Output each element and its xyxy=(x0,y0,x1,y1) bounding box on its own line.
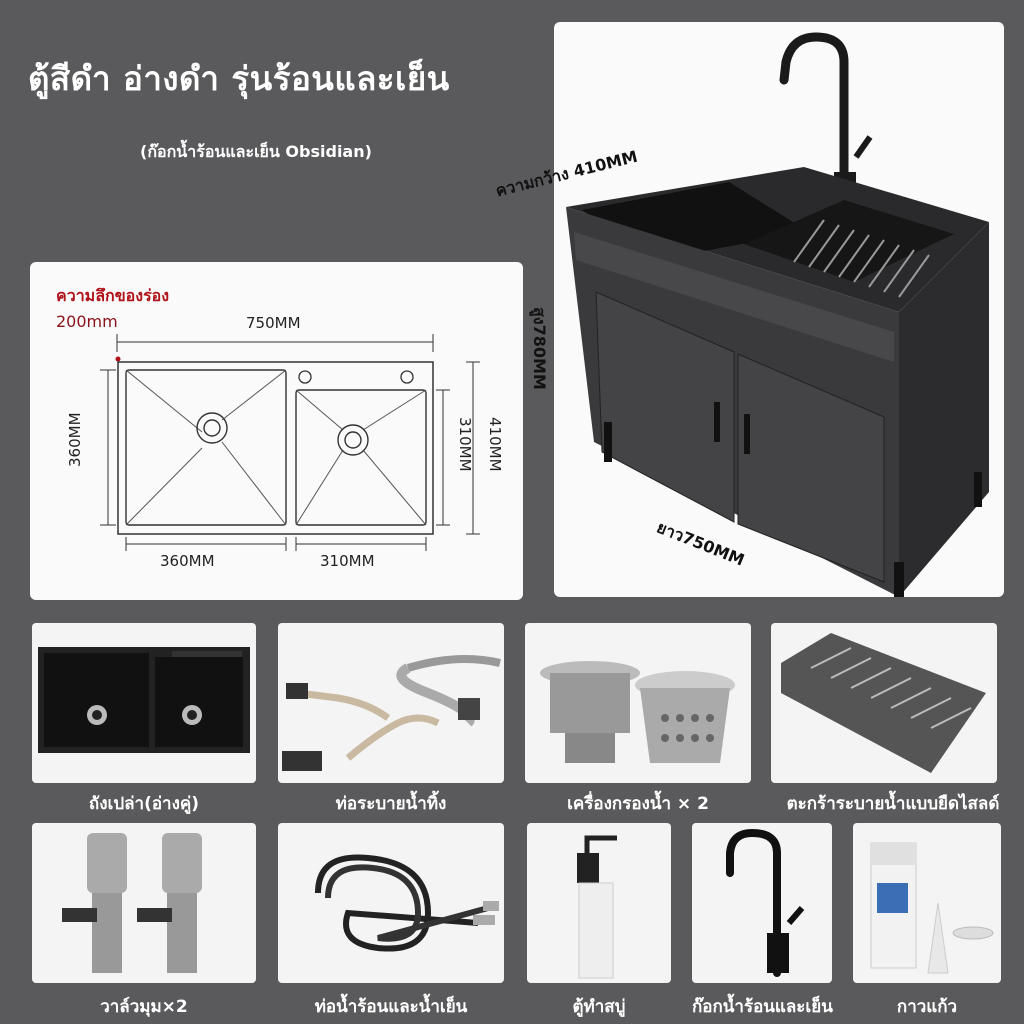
total-width-label: 750MM xyxy=(246,314,301,332)
accessory-label-6: ท่อน้ำร้อนและน้ำเย็น xyxy=(314,997,468,1017)
drain-pipe-icon xyxy=(282,655,501,771)
sink-cabinet-icon xyxy=(566,32,989,597)
accessory-label-4: ตะกร้าระบายน้ำแบบยืดไสลด์ xyxy=(786,794,1000,814)
accessory-label-7: ตู้ทำสบู่ xyxy=(572,997,626,1017)
depth-value: 200mm xyxy=(56,312,118,331)
water-hose-icon xyxy=(315,854,499,952)
strainer-icon xyxy=(540,661,735,763)
angle-valve-thumbnail xyxy=(32,823,256,983)
drain-pipe-thumbnail xyxy=(278,623,504,783)
double-sink-thumbnail xyxy=(32,623,256,783)
page-subtitle: (ก๊อกน้ำร้อนและเย็น Obsidian) xyxy=(140,142,372,161)
cabinet-height-label: สูง780MM xyxy=(530,307,549,390)
left-bowl-width-label: 360MM xyxy=(160,552,215,570)
left-height-label: 360MM xyxy=(66,412,84,467)
accessory-label-9: กาวแก้ว xyxy=(896,997,958,1017)
cabinet-photo: ความกว้าง 410MM สูง780MM ยาว750MM xyxy=(494,22,1004,597)
water-hose-thumbnail xyxy=(278,823,504,983)
glue-tube-icon xyxy=(870,842,994,974)
accessory-label-2: ท่อระบายน้ำทิ้ง xyxy=(335,794,447,814)
depth-label: ความลึกของร่อง xyxy=(56,286,170,305)
double-sink-icon xyxy=(38,647,250,753)
soap-dispenser-icon xyxy=(577,835,617,979)
accessory-label-5: วาล์วมุม×2 xyxy=(100,997,188,1017)
accessory-label-1: ถังเปล่า(อ่างคู่) xyxy=(88,794,200,814)
angle-valve-icon xyxy=(62,833,202,973)
faucet-thumbnail xyxy=(692,823,832,983)
total-height-label: 410MM xyxy=(486,417,504,472)
sink-diagram-drawing xyxy=(100,334,480,551)
soap-dispenser-thumbnail xyxy=(527,823,671,983)
right-bowl-height-label: 310MM xyxy=(456,417,474,472)
right-bowl-width-label: 310MM xyxy=(320,552,375,570)
dimension-diagram: ความลึกของร่อง 200mm 750MM 360MM 310MM 4… xyxy=(30,262,523,600)
glue-tube-thumbnail xyxy=(853,823,1001,983)
faucet-icon xyxy=(726,828,805,977)
drain-basket-icon xyxy=(781,633,986,773)
accessory-label-3: เครื่องกรองน้ำ × 2 xyxy=(567,794,709,814)
accessory-label-8: ก๊อกน้ำร้อนและเย็น xyxy=(692,997,833,1017)
drain-basket-thumbnail xyxy=(771,623,997,783)
strainer-thumbnail xyxy=(525,623,751,783)
page-title: ตู้สีดำ อ่างดำ รุ่นร้อนและเย็น xyxy=(28,59,450,98)
